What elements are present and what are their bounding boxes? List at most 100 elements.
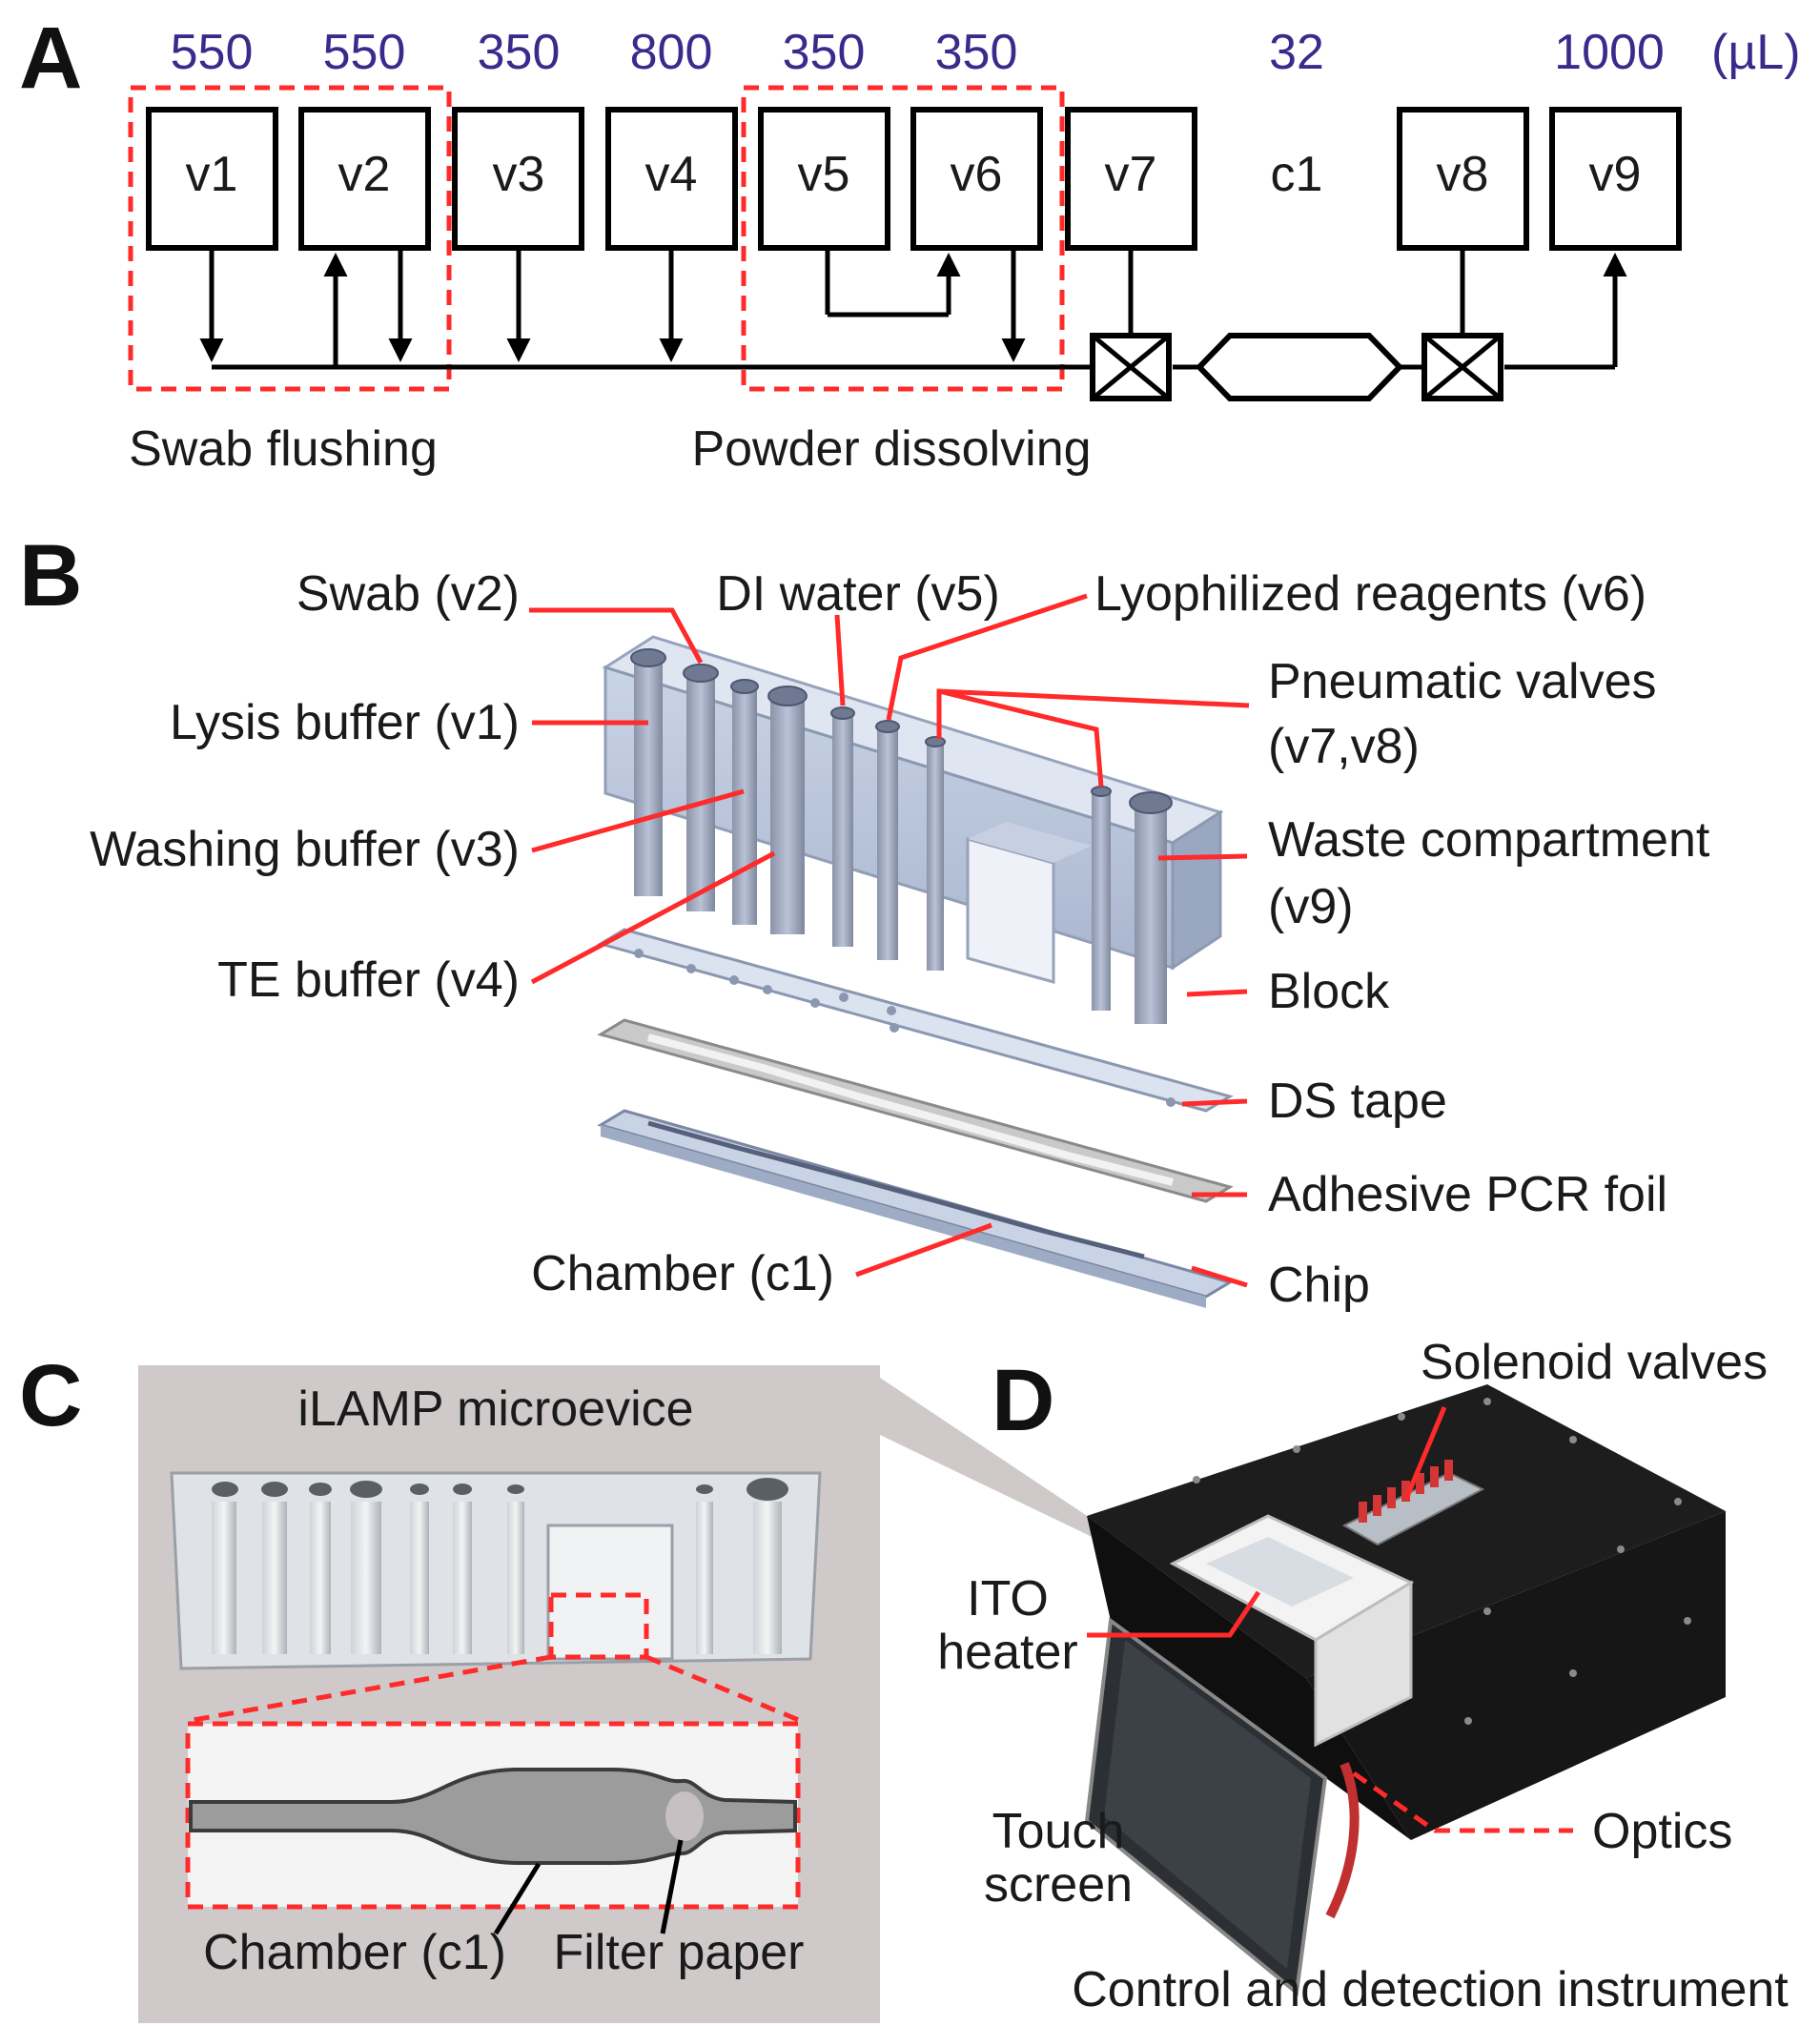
chip-layer-edge bbox=[601, 1125, 1206, 1308]
zoom-chamber-shape bbox=[189, 1768, 797, 1865]
chamber-label: Chamber (c1) bbox=[203, 1925, 506, 1980]
vessel-v9 bbox=[1549, 107, 1682, 251]
chip-channel bbox=[647, 1120, 1145, 1259]
label-pcr-foil: Adhesive PCR foil bbox=[1268, 1167, 1667, 1222]
device-title: iLAMP microevice bbox=[297, 1381, 693, 1437]
cartridge-holder-front bbox=[1314, 1580, 1413, 1748]
block-side bbox=[1171, 809, 1222, 971]
label-swab: Swab (v2) bbox=[297, 566, 520, 622]
ds-tape-layer bbox=[597, 928, 1234, 1113]
volume-c1: 32 bbox=[1269, 25, 1324, 80]
block-ports bbox=[630, 648, 1173, 814]
ito-label-1: ITO bbox=[967, 1571, 1049, 1627]
zoom-line-right bbox=[645, 1654, 802, 1724]
node-v6-label: v6 bbox=[951, 147, 1003, 202]
solenoid-valve-heads bbox=[1359, 1460, 1453, 1523]
filter-leader bbox=[660, 1839, 684, 1934]
device-window bbox=[546, 1524, 674, 1661]
panel-d-letter: D bbox=[992, 1352, 1054, 1449]
chamber-window bbox=[966, 837, 1055, 984]
filter-paper-label: Filter paper bbox=[554, 1925, 805, 1980]
node-v9-label: v9 bbox=[1589, 147, 1642, 202]
node-v1-label: v1 bbox=[186, 147, 238, 202]
node-v5-label: v5 bbox=[798, 147, 850, 202]
volume-v3: 350 bbox=[478, 25, 561, 80]
ito-label-2: heater bbox=[937, 1625, 1077, 1680]
valve-v8-symbol bbox=[1421, 333, 1503, 401]
optics-label: Optics bbox=[1592, 1804, 1732, 1859]
volume-v9: 1000 bbox=[1554, 25, 1665, 80]
panel-a: A 550 550 350 800 350 350 32 1000 (µL) v… bbox=[19, 10, 1801, 477]
label-waste-2: (v9) bbox=[1268, 879, 1354, 934]
solenoid-manifold bbox=[1341, 1471, 1485, 1546]
label-waste-1: Waste compartment bbox=[1268, 812, 1710, 868]
panel-a-letter: A bbox=[19, 10, 82, 107]
label-lysis-buffer: Lysis buffer (v1) bbox=[170, 695, 520, 750]
label-ds-tape: DS tape bbox=[1268, 1074, 1447, 1129]
instrument-right-face bbox=[1306, 1511, 1726, 1840]
device-photo-columns bbox=[212, 1502, 782, 1654]
vessel-v5 bbox=[758, 107, 890, 251]
vessel-v3 bbox=[452, 107, 584, 251]
panel-c-letter: C bbox=[19, 1347, 82, 1444]
label-te-buffer: TE buffer (v4) bbox=[217, 952, 520, 1008]
zoom-line-left bbox=[187, 1654, 552, 1724]
swab-flushing-label: Swab flushing bbox=[129, 421, 438, 477]
touch-screen-glass bbox=[1104, 1640, 1311, 1969]
label-chip: Chip bbox=[1268, 1258, 1370, 1313]
node-v2-label: v2 bbox=[338, 147, 391, 202]
filter-paper-shape bbox=[665, 1791, 704, 1841]
touch-label-1: Touch bbox=[992, 1804, 1125, 1859]
volume-unit: (µL) bbox=[1711, 25, 1801, 80]
volume-v6: 350 bbox=[935, 25, 1018, 80]
ds-tape-holes bbox=[634, 949, 1176, 1107]
label-block: Block bbox=[1268, 964, 1390, 1019]
instrument-caption: Control and detection instrument bbox=[1072, 1962, 1789, 2017]
pcr-foil-cutout bbox=[646, 1033, 1174, 1186]
touch-label-2: screen bbox=[984, 1857, 1133, 1913]
panel-b-letter: B bbox=[19, 527, 82, 624]
label-washing-buffer: Washing buffer (v3) bbox=[90, 822, 520, 877]
vessel-v7 bbox=[1065, 107, 1197, 251]
vessel-v8 bbox=[1397, 107, 1529, 251]
node-v3-label: v3 bbox=[493, 147, 545, 202]
flow-lines bbox=[199, 248, 1627, 370]
valve-v7-symbol bbox=[1090, 333, 1172, 401]
vessel-v4 bbox=[605, 107, 738, 251]
powder-dissolving-label: Powder dissolving bbox=[691, 421, 1091, 477]
powder-dissolving-group bbox=[741, 85, 1065, 392]
instrument-left-face bbox=[1087, 1516, 1411, 1840]
panel-b: B bbox=[19, 527, 1710, 1313]
volume-v1: 550 bbox=[171, 25, 254, 80]
chamber-window-top bbox=[968, 822, 1092, 863]
chamber-leader bbox=[493, 1862, 542, 1935]
label-pneumatic-2: (v7,v8) bbox=[1268, 719, 1420, 774]
volume-v4: 800 bbox=[630, 25, 713, 80]
volume-v2: 550 bbox=[323, 25, 406, 80]
zoom-region-box bbox=[548, 1592, 649, 1660]
node-c1-label: c1 bbox=[1271, 147, 1323, 202]
node-v4-label: v4 bbox=[645, 147, 698, 202]
optics-cable bbox=[1325, 1762, 1360, 1919]
label-pneumatic-1: Pneumatic valves bbox=[1268, 654, 1657, 709]
node-v7-label: v7 bbox=[1105, 147, 1157, 202]
volume-v5: 350 bbox=[783, 25, 866, 80]
inserted-device bbox=[1206, 1537, 1354, 1606]
chamber-c1-symbol bbox=[1195, 333, 1404, 401]
swab-flushing-group bbox=[128, 85, 452, 392]
panel-d: D Solenoid valves IT bbox=[937, 1335, 1789, 2017]
label-lyophilized: Lyophilized reagents (v6) bbox=[1094, 566, 1646, 622]
vessel-v2 bbox=[298, 107, 431, 251]
label-chamber: Chamber (c1) bbox=[531, 1246, 834, 1301]
block-cylinders bbox=[634, 658, 1167, 1024]
optics-leader bbox=[1352, 1770, 1573, 1833]
device-photo-ports bbox=[212, 1478, 788, 1501]
solenoid-leader bbox=[1403, 1406, 1447, 1500]
solenoid-valves-label: Solenoid valves bbox=[1421, 1335, 1768, 1390]
ito-leader bbox=[1087, 1590, 1261, 1638]
label-di-water: DI water (v5) bbox=[716, 566, 1000, 622]
vessel-v6 bbox=[910, 107, 1043, 251]
zoom-inset-border bbox=[185, 1721, 801, 1910]
panel-b-leader-lines bbox=[529, 593, 1250, 1288]
